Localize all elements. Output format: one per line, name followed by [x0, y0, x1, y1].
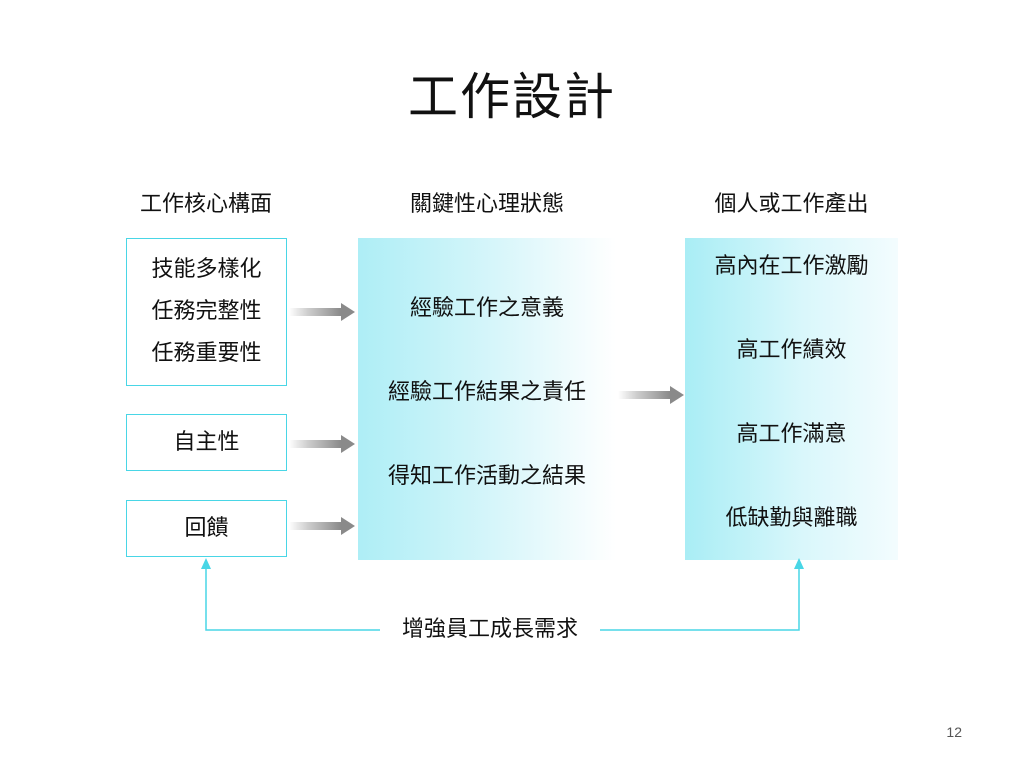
feedback-arrowhead-right — [794, 558, 804, 569]
growth-need-strength-label: 增強員工成長需求 — [380, 614, 600, 646]
column-header-core: 工作核心構面 — [139, 192, 272, 217]
core-box-autonomy: 自主性 — [126, 414, 287, 471]
core-item-task-identity: 任務完整性 — [151, 299, 262, 324]
core-item-task-significance: 任務重要性 — [151, 341, 262, 366]
feedback-line-right — [596, 568, 800, 631]
state-responsibility: 經驗工作結果之責任 — [387, 380, 586, 405]
psych-states-panel: 經驗工作之意義 經驗工作結果之責任 得知工作活動之結果 — [358, 238, 616, 560]
feedback-line-left — [205, 568, 380, 631]
arrow-skills-to-meaning — [289, 303, 355, 321]
outcome-performance: 高工作績效 — [736, 338, 847, 363]
core-item-skill-variety: 技能多樣化 — [151, 257, 262, 282]
column-header-outcomes: 個人或工作產出 — [714, 192, 869, 217]
core-box-skills: 技能多樣化 任務完整性 任務重要性 — [126, 238, 287, 386]
column-header-states: 關鍵性心理狀態 — [409, 192, 564, 217]
core-item-autonomy: 自主性 — [173, 430, 240, 455]
page-number: 12 — [946, 724, 962, 740]
arrow-states-to-outcomes — [618, 386, 684, 404]
core-item-feedback: 回饋 — [184, 516, 229, 541]
outcome-satisfaction: 高工作滿意 — [736, 422, 847, 447]
arrow-feedback-to-knowledge — [289, 517, 355, 535]
outcomes-panel: 高內在工作激勵 高工作績效 高工作滿意 低缺勤與離職 — [685, 238, 898, 560]
slide-title: 工作設計 — [408, 68, 616, 126]
state-meaningfulness: 經驗工作之意義 — [409, 296, 564, 321]
core-box-feedback: 回饋 — [126, 500, 287, 557]
outcome-absenteeism-turnover: 低缺勤與離職 — [725, 506, 858, 531]
arrow-autonomy-to-responsibility — [289, 435, 355, 453]
outcome-motivation: 高內在工作激勵 — [714, 254, 869, 279]
state-knowledge-of-results: 得知工作活動之結果 — [387, 464, 586, 489]
feedback-arrowhead-left — [201, 558, 211, 569]
